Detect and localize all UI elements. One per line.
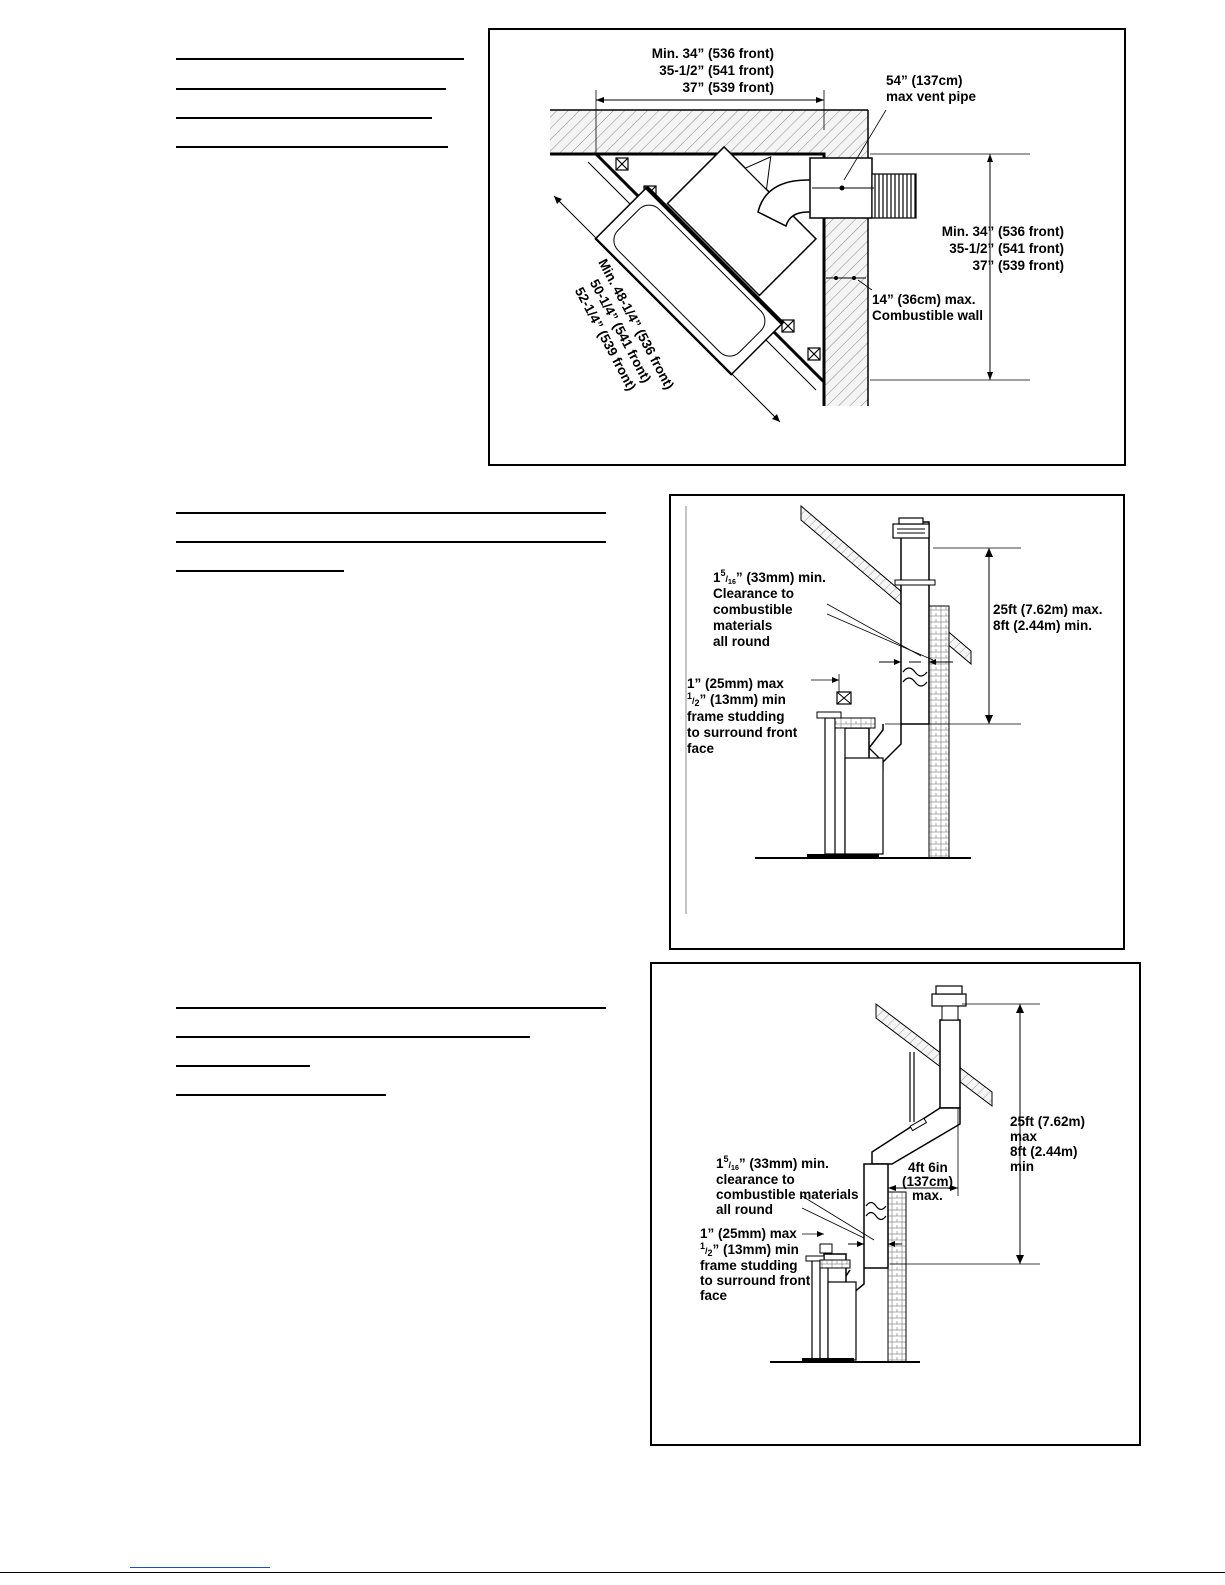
terminal-cap — [931, 993, 967, 1007]
text-rule-10 — [176, 1065, 310, 1067]
vent-pipe-label-line-2: max vent pipe — [886, 89, 977, 104]
stud-min-label: 1/2” (13mm) min — [687, 691, 786, 708]
stud-marker — [819, 1243, 833, 1254]
frame-surround — [811, 1259, 821, 1361]
text-rule-3 — [176, 117, 432, 119]
clearance-numerator: 5 — [724, 1154, 729, 1164]
clearance-rest: ” (33mm) min. — [739, 1156, 829, 1171]
stud-line-1: frame studding — [700, 1258, 798, 1273]
clearance-line-2: combustible — [713, 602, 793, 617]
fire-unit — [594, 145, 818, 376]
stud-min-denominator: 2 — [708, 1248, 713, 1258]
stud-line-3: face — [687, 741, 715, 756]
corner-wall — [550, 110, 868, 406]
stud-min-numerator: 1 — [687, 691, 692, 701]
stud-max-label: 1” (25mm) max — [700, 1226, 797, 1241]
clearance-whole: 1 — [716, 1156, 724, 1171]
clearance-rest: ” (33mm) min. — [736, 570, 826, 585]
offset-flue-diagram: 15/16” (33mm) min. clearance to combusti… — [650, 962, 1141, 1446]
clearance-line-3: materials — [713, 618, 772, 633]
text-rule-8 — [176, 1007, 606, 1009]
text-rule-2 — [176, 88, 446, 90]
clearance-whole: 1 — [713, 570, 721, 585]
corner-diagram-svg: Min. 34” (536 front) 35-1/2” (541 front)… — [550, 46, 1064, 423]
vent-pipe-label-line-1: 54” (137cm) — [886, 73, 963, 88]
clearance-line-1: Clearance to — [713, 586, 794, 601]
stud-line-1: frame studding — [687, 709, 785, 724]
height-label-line-4: min — [1010, 1159, 1034, 1174]
text-rule-1 — [176, 58, 464, 60]
text-rule-9 — [176, 1036, 530, 1038]
clearance-fraction: 15/16” (33mm) min. — [716, 1154, 829, 1172]
offset-label-line-3: max. — [912, 1188, 943, 1203]
brick-wall — [928, 605, 950, 859]
width-label-line-2: 35-1/2” (541 front) — [659, 63, 774, 78]
offset-flue-svg: 15/16” (33mm) min. clearance to combusti… — [700, 985, 1085, 1363]
width-label-line-3: 37” (539 front) — [682, 80, 774, 95]
clearance-line-2: combustible materials — [716, 1187, 859, 1202]
stud-min-rest: ” (13mm) min — [700, 692, 786, 707]
stud-line-2: to surround front — [700, 1273, 811, 1288]
stud-min-rest: ” (13mm) min — [713, 1242, 799, 1257]
text-rule-5 — [176, 512, 606, 514]
clearance-denominator: 16 — [728, 579, 736, 586]
brick-wall — [887, 1191, 907, 1363]
footer-rule — [0, 1572, 1225, 1573]
terminal-cap — [892, 523, 930, 539]
text-rule-7 — [176, 570, 344, 572]
clearance-fraction: 15/16” (33mm) min. — [713, 568, 826, 586]
height-label-line-2: max — [1010, 1129, 1038, 1144]
terminal-louver — [871, 173, 917, 219]
stud-min-numerator: 1 — [700, 1241, 705, 1251]
upper-flue-pipe — [939, 1019, 961, 1109]
frame-surround — [824, 717, 836, 855]
height-label-line-2: 35-1/2” (541 front) — [949, 241, 1064, 256]
offset-label-line-2: (137cm) — [902, 1174, 953, 1189]
roof — [875, 1002, 993, 1108]
stud-min-label: 1/2” (13mm) min — [700, 1241, 799, 1258]
storm-collar — [894, 579, 936, 586]
height-label-line-1: 25ft (7.62m) — [1010, 1114, 1085, 1129]
offset-pipe — [871, 1107, 961, 1165]
vertical-flue-svg: 15/16” (33mm) min. Clearance to combusti… — [685, 504, 1103, 914]
clearance-denominator: 16 — [731, 1165, 739, 1172]
wall-label-line-1: 14” (36cm) max. — [872, 292, 976, 307]
corner-installation-diagram: Min. 34” (536 front) 35-1/2” (541 front)… — [488, 28, 1126, 466]
height-label-line-3: 8ft (2.44m) — [1010, 1144, 1078, 1159]
text-rule-6 — [176, 541, 606, 543]
clearance-line-1: clearance to — [716, 1172, 795, 1187]
height-label-line-1: Min. 34” (536 front) — [942, 224, 1064, 239]
height-label-line-1: 25ft (7.62m) max. — [993, 602, 1103, 617]
width-label-line-1: Min. 34” (536 front) — [652, 46, 774, 61]
vertical-flue-diagram: 15/16” (33mm) min. Clearance to combusti… — [669, 494, 1125, 950]
wall-label-line-2: Combustible wall — [872, 308, 983, 323]
text-rule-4 — [176, 146, 448, 148]
clearance-numerator: 5 — [721, 568, 726, 578]
stud-max-label: 1” (25mm) max — [687, 676, 784, 691]
height-label-line-2: 8ft (2.44m) min. — [993, 618, 1092, 633]
stud-line-2: to surround front — [687, 725, 798, 740]
clearance-line-4: all round — [713, 634, 770, 649]
height-label-line-3: 37” (539 front) — [972, 258, 1064, 273]
clearance-line-3: all round — [716, 1202, 773, 1217]
offset-label-line-1: 4ft 6in — [908, 1160, 948, 1175]
footer-link-underline[interactable] — [130, 1567, 270, 1568]
flue-pipe — [900, 521, 930, 725]
stud-min-denominator: 2 — [695, 698, 700, 708]
stud-line-3: face — [700, 1288, 728, 1303]
text-rule-11 — [176, 1094, 386, 1096]
